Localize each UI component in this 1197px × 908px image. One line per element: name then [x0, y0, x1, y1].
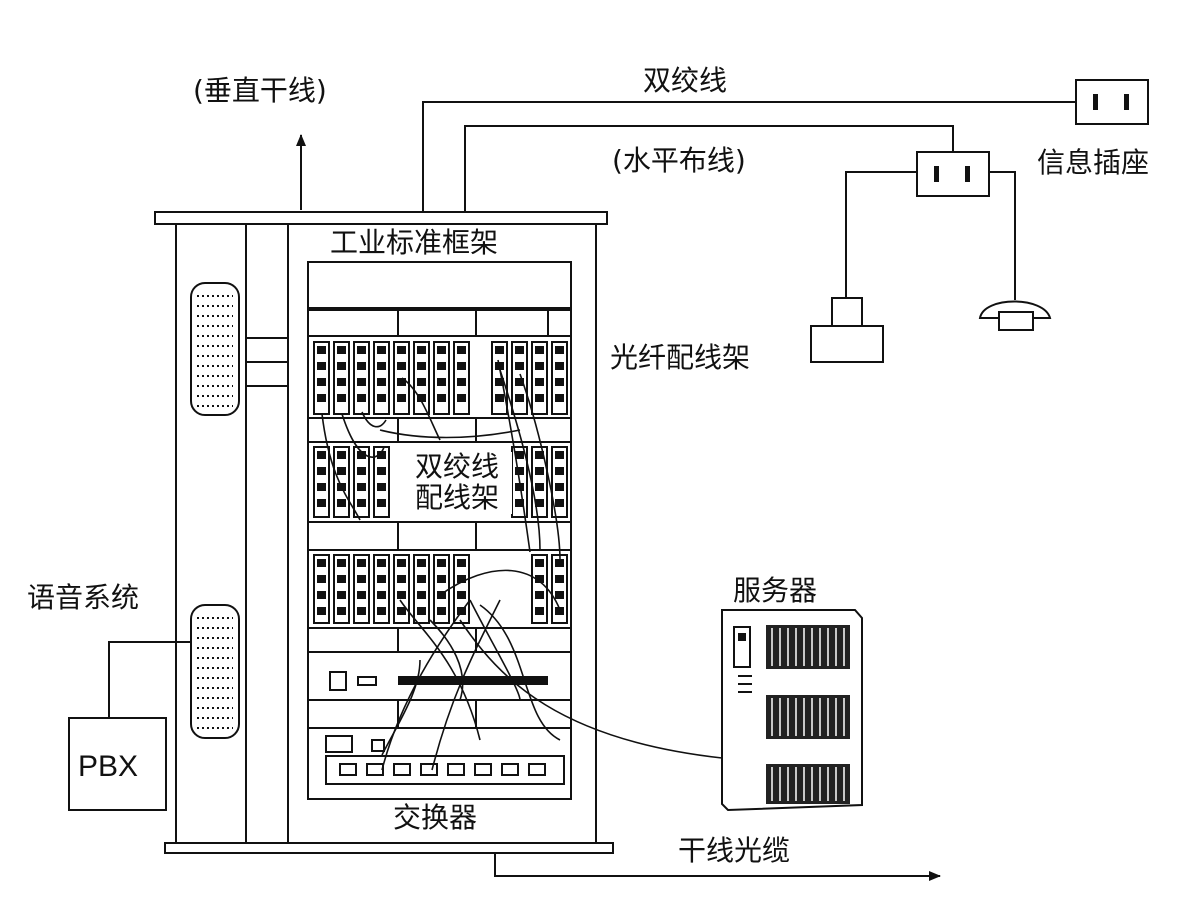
server-cable [459, 619, 723, 759]
twisted-pair-panel-label-line2: 配线架 [414, 480, 499, 514]
cabinet-top-plate [154, 211, 608, 225]
rack-equipment-unit [307, 651, 572, 701]
twisted-pair-label: 双绞线 [643, 64, 728, 97]
switch-unit [307, 727, 572, 800]
server-label: 服务器 [733, 574, 818, 607]
trunk-fiber-arrow [494, 853, 941, 881]
pbx-label: PBX [78, 750, 139, 783]
vertical-trunk-label: (垂直干线) [193, 74, 327, 107]
twisted-pair-cable-1 [422, 101, 1076, 212]
horizontal-cabling-label: (水平布线) [612, 144, 746, 177]
patch-panel-row-3 [307, 549, 572, 629]
twisted-pair-panel-label-line1: 双绞线 [414, 450, 499, 483]
twisted-pair-cable-2 [464, 125, 954, 212]
cabinet-base-plate [164, 842, 614, 854]
twisted-pair-panel-label: 双绞线 配线架 [402, 450, 512, 514]
telephone-icon [978, 300, 1052, 331]
info-outlet-middle [916, 151, 990, 197]
pbx-box [68, 717, 167, 811]
voice-block-bottom [190, 604, 240, 739]
trunk-fiber-label: 干线光缆 [678, 834, 791, 867]
info-outlet-label: 信息插座 [1037, 146, 1150, 179]
info-outlet-top [1075, 79, 1149, 125]
fiber-patch-panel [307, 335, 572, 419]
voice-system-label: 语音系统 [27, 581, 140, 614]
voice-column [175, 224, 597, 843]
rack-top-panel [307, 261, 572, 309]
pbx-connection-line [108, 641, 191, 718]
patch-cords [321, 359, 561, 771]
workstation-cable [845, 171, 917, 298]
switch-label: 交换器 [393, 801, 478, 834]
server-icon [721, 609, 863, 812]
phone-cable [989, 171, 1016, 300]
column-crossbars [246, 337, 288, 387]
workstation-icon [810, 297, 884, 363]
voice-block-top [190, 282, 240, 416]
fiber-patch-panel-label: 光纤配线架 [610, 341, 751, 374]
industry-rack-label: 工业标准框架 [330, 226, 499, 259]
